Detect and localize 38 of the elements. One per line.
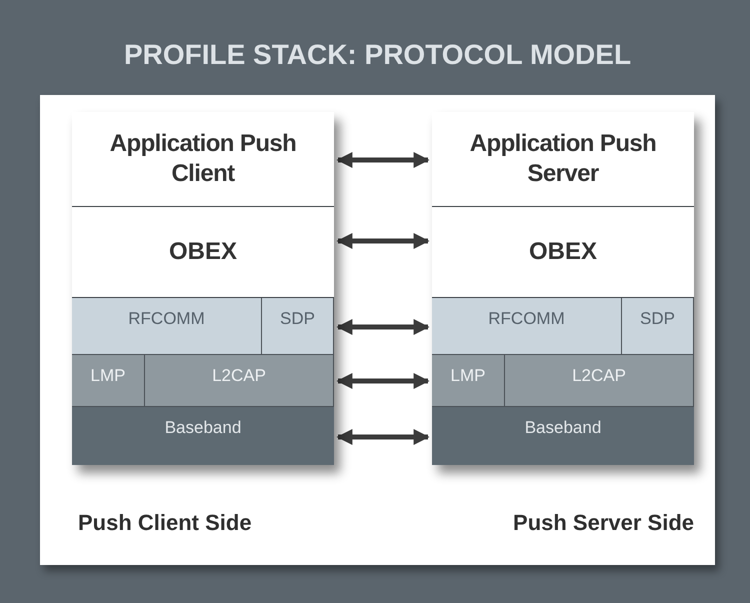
side-label: Push Server Side <box>512 509 694 537</box>
double-arrow <box>336 429 430 445</box>
title: PROFILE STACK: PROTOCOL MODEL <box>122 38 632 72</box>
layer-label: RFCOMM <box>127 308 206 330</box>
layer-box <box>72 207 334 298</box>
layer-label: Baseband <box>524 417 602 439</box>
double-arrow <box>336 152 430 168</box>
protocol-stack <box>72 112 334 465</box>
layer-box <box>72 112 334 207</box>
layer-box <box>432 355 505 407</box>
layer-box <box>622 298 694 355</box>
double-arrow <box>336 373 430 389</box>
layer-box <box>262 298 334 355</box>
side-label: Push Client Side <box>78 509 252 537</box>
layer-box <box>432 112 694 207</box>
layer-label: OBEX <box>168 237 238 267</box>
layer-label: LMP <box>450 365 486 387</box>
layer-box <box>432 407 694 465</box>
layer-label: Application Push Server <box>468 129 658 189</box>
protocol-stack <box>432 112 694 465</box>
layer-box <box>432 298 622 355</box>
layer-label: Baseband <box>164 417 242 439</box>
layer-box <box>72 355 145 407</box>
layer-label: OBEX <box>528 237 598 267</box>
layer-label: LMP <box>90 365 126 387</box>
layer-label: RFCOMM <box>487 308 566 330</box>
layer-label: SDP <box>279 308 316 330</box>
layer-box <box>72 298 262 355</box>
double-arrow <box>336 233 430 249</box>
layer-label: Application Push Client <box>108 129 298 189</box>
layer-box <box>505 355 694 407</box>
layer-box <box>72 407 334 465</box>
layer-label: L2CAP <box>571 365 627 387</box>
layer-box <box>432 207 694 298</box>
layer-box <box>145 355 334 407</box>
layer-label: SDP <box>639 308 676 330</box>
layer-label: L2CAP <box>211 365 267 387</box>
double-arrow <box>336 319 430 335</box>
